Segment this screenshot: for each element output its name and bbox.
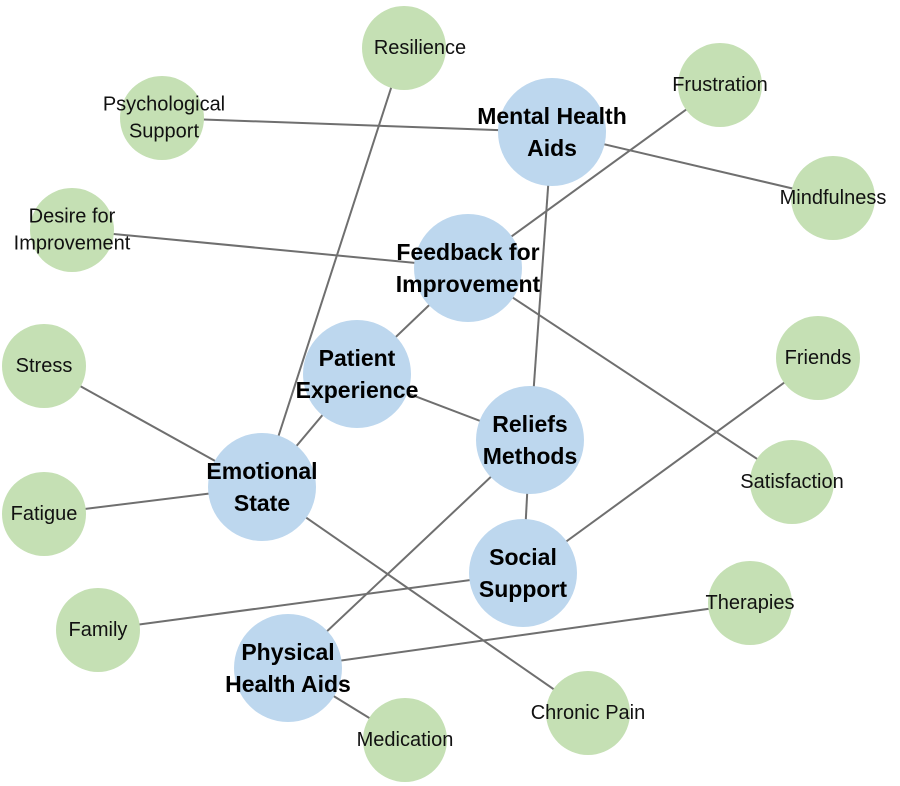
node-feedback-label: Feedback for xyxy=(396,239,539,265)
node-family-label: Family xyxy=(69,619,128,641)
node-stress: Stress xyxy=(2,324,86,408)
node-resilience-label: Resilience xyxy=(374,37,466,59)
node-patient-label: Patient xyxy=(319,345,396,371)
node-friends: Friends xyxy=(776,316,860,400)
node-social-label: Support xyxy=(479,576,567,602)
node-physical-label: Health Aids xyxy=(225,671,351,697)
node-emotional-label: Emotional xyxy=(206,458,317,484)
node-fatigue-circle xyxy=(2,472,86,556)
node-desire-label: Improvement xyxy=(14,233,131,255)
node-medication-label: Medication xyxy=(357,729,454,751)
node-reliefs-circle xyxy=(476,386,584,494)
node-emotional-label: State xyxy=(234,490,290,516)
node-physical-circle xyxy=(234,614,342,722)
node-family: Family xyxy=(56,588,140,672)
node-satisfaction-circle xyxy=(750,440,834,524)
node-frustration: Frustration xyxy=(672,43,768,127)
node-desire-label: Desire for xyxy=(29,206,116,228)
node-mindfulness-label: Mindfulness xyxy=(780,187,887,209)
edge-desire-feedback xyxy=(71,229,469,269)
node-satisfaction: Satisfaction xyxy=(740,440,844,524)
node-patient-label: Experience xyxy=(296,377,419,403)
node-resilience-circle xyxy=(362,6,446,90)
node-therapies: Therapies xyxy=(706,561,795,645)
node-frustration-circle xyxy=(678,43,762,127)
node-psych-circle xyxy=(120,76,204,160)
node-physical-label: Physical xyxy=(241,639,334,665)
edge-resilience-emotional xyxy=(261,47,405,488)
node-emotional-circle xyxy=(208,433,316,541)
node-satisfaction-label: Satisfaction xyxy=(740,471,843,493)
node-mindfulness-circle xyxy=(791,156,875,240)
node-chronic-label: Chronic Pain xyxy=(531,702,646,724)
node-fatigue: Fatigue xyxy=(2,472,86,556)
node-mindfulness: Mindfulness xyxy=(780,156,887,240)
node-stress-circle xyxy=(2,324,86,408)
edge-friends-social xyxy=(522,357,819,574)
node-fatigue-label: Fatigue xyxy=(11,503,78,525)
node-medication: Medication xyxy=(357,698,454,782)
node-psych-label: Psychological xyxy=(103,94,225,116)
node-family-circle xyxy=(56,588,140,672)
edge-emotional-chronic xyxy=(261,486,589,714)
node-frustration-label: Frustration xyxy=(672,74,768,96)
edge-psych-mental xyxy=(161,117,553,133)
node-therapies-label: Therapies xyxy=(706,592,795,614)
node-mental-label: Aids xyxy=(527,135,577,161)
node-feedback-circle xyxy=(414,214,522,322)
edge-therapies-physical xyxy=(287,602,751,669)
node-reliefs-label: Methods xyxy=(483,443,578,469)
node-stress-label: Stress xyxy=(16,355,73,377)
node-social-label: Social xyxy=(489,544,557,570)
node-friends-circle xyxy=(776,316,860,400)
edge-reliefs-physical xyxy=(287,439,531,669)
node-medication-circle xyxy=(363,698,447,782)
node-social-circle xyxy=(469,519,577,627)
edge-feedback-satisfaction xyxy=(467,267,793,483)
node-desire-circle xyxy=(30,188,114,272)
node-friends-label: Friends xyxy=(785,347,852,369)
edge-family-social xyxy=(97,572,524,631)
node-mental-label: Mental Health xyxy=(477,103,627,129)
node-chronic: Chronic Pain xyxy=(531,671,646,755)
node-feedback-label: Improvement xyxy=(396,271,541,297)
node-patient-circle xyxy=(303,320,411,428)
node-therapies-circle xyxy=(708,561,792,645)
node-mental-circle xyxy=(498,78,606,186)
node-chronic-circle xyxy=(546,671,630,755)
node-resilience: Resilience xyxy=(362,6,466,90)
node-psych-label: Support xyxy=(129,121,199,143)
node-reliefs-label: Reliefs xyxy=(492,411,567,437)
